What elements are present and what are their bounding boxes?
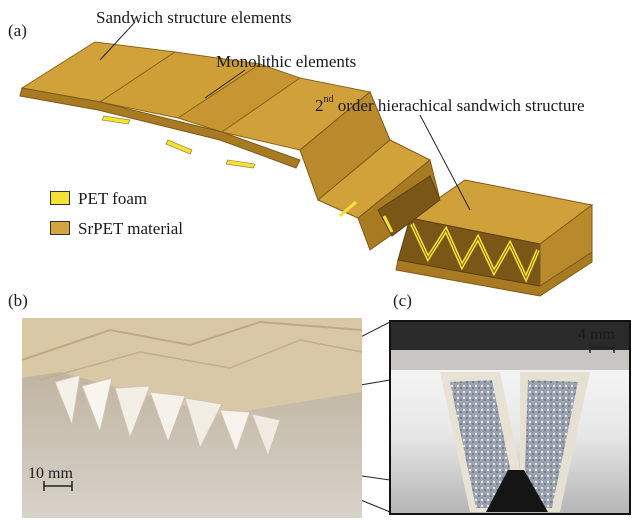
left-box-piece xyxy=(377,175,441,237)
legend-swatch-foam xyxy=(50,191,70,205)
hier-sup: nd xyxy=(323,94,334,105)
strip-front-face xyxy=(19,87,301,169)
annotation-hierarchical: 2nd order hierachical sandwich structure xyxy=(315,94,585,115)
foam-line-2 xyxy=(382,215,394,233)
foam-edge-2 xyxy=(101,115,131,125)
hier-prefix: 2 xyxy=(315,96,324,115)
leader-monolithic xyxy=(204,69,246,99)
foam-line-1 xyxy=(339,200,357,218)
corrugated-core-outline xyxy=(411,223,539,280)
scale-label-b: 10 mm xyxy=(28,465,73,482)
foam-edge-3 xyxy=(165,139,193,155)
legend-label-foam: PET foam xyxy=(78,189,148,208)
panel-a-label: (a) xyxy=(8,21,27,40)
hier-rest: order hierachical sandwich structure xyxy=(333,96,585,115)
leader-sandwich xyxy=(99,21,136,61)
panel-b-label: (b) xyxy=(8,291,28,310)
panel-c-label: (c) xyxy=(393,291,412,310)
annotation-sandwich-elements: Sandwich structure elements xyxy=(96,8,292,27)
leader-hierarchical xyxy=(419,114,471,211)
legend-label-srpet: SrPET material xyxy=(78,219,183,238)
foam-edge-4 xyxy=(225,159,256,169)
annotation-monolithic: Monolithic elements xyxy=(216,52,357,71)
scale-label-c: 4 mm xyxy=(578,326,615,343)
box-side-face xyxy=(539,204,593,287)
legend-swatch-srpet xyxy=(50,221,70,235)
